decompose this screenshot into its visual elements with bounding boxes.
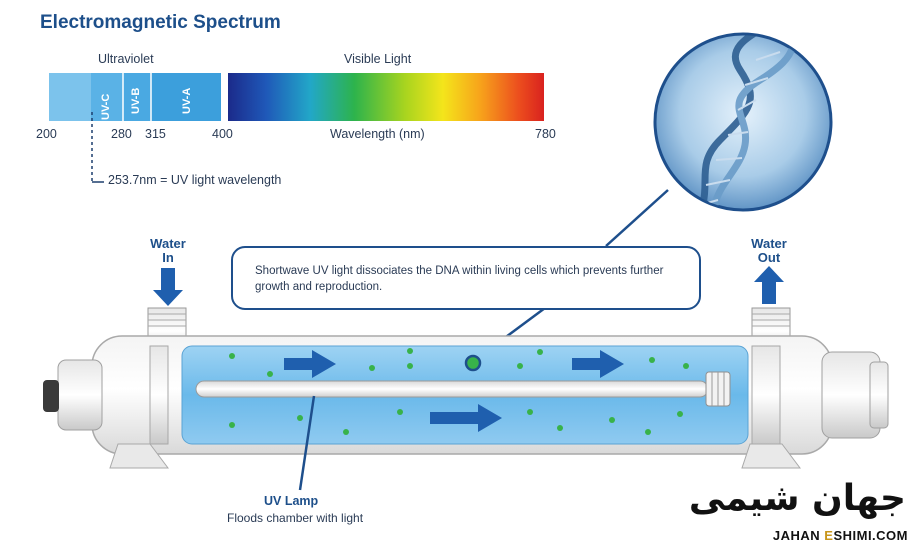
logo-english-text: JAHAN ESHIMI.COM (773, 528, 908, 543)
water-out-label: Water Out (743, 237, 795, 265)
logo-en-e: E (824, 528, 834, 543)
tick-315: 315 (145, 127, 166, 141)
page-title: Electromagnetic Spectrum (40, 12, 281, 33)
water-in-line2: In (162, 250, 174, 265)
flow-arrows (284, 350, 624, 432)
tick-780: 780 (535, 127, 556, 141)
logo-persian-text: جهان شیمی (688, 478, 906, 519)
wavelength-axis-label: Wavelength (nm) (330, 127, 425, 141)
tick-400: 400 (212, 127, 233, 141)
water-in-arrow-icon (153, 268, 183, 306)
visible-light-band (228, 73, 544, 121)
uv-b-band (123, 73, 151, 121)
uv-lamp-label: UV Lamp (264, 494, 319, 508)
lamp-connector (43, 380, 59, 412)
uv-a-band (151, 73, 221, 121)
highlighted-cell (464, 354, 482, 372)
uv-lamp (195, 380, 709, 398)
logo-en-prefix: JAHAN (772, 528, 821, 543)
tick-200: 200 (36, 127, 57, 141)
microorganism-dots (229, 348, 689, 435)
water-out-line2: Out (757, 250, 781, 265)
water-out-line1: Water (751, 236, 787, 251)
uv-a-label: UV-A (181, 87, 193, 114)
left-end-cap (57, 359, 103, 431)
uv-c-label: UV-C (100, 93, 112, 120)
water-in-line1: Water (150, 236, 186, 251)
dna-callout-box: Shortwave UV light dissociates the DNA w… (231, 246, 701, 310)
uv-wavelength-note: 253.7nm = UV light wavelength (108, 173, 282, 187)
dna-magnified-image (653, 32, 833, 212)
logo-en-suffix: SHIMI.COM (833, 528, 908, 543)
uv-c-band (91, 73, 123, 121)
uv-far-band (49, 73, 91, 121)
water-in-label: Water In (142, 237, 194, 265)
tick-280: 280 (111, 127, 132, 141)
uv-lamp-description: Floods chamber with light (227, 511, 364, 525)
water-out-arrow-icon (754, 266, 784, 304)
uv-b-label: UV-B (130, 87, 142, 114)
visible-light-label: Visible Light (344, 52, 412, 66)
ultraviolet-label: Ultraviolet (98, 52, 154, 66)
